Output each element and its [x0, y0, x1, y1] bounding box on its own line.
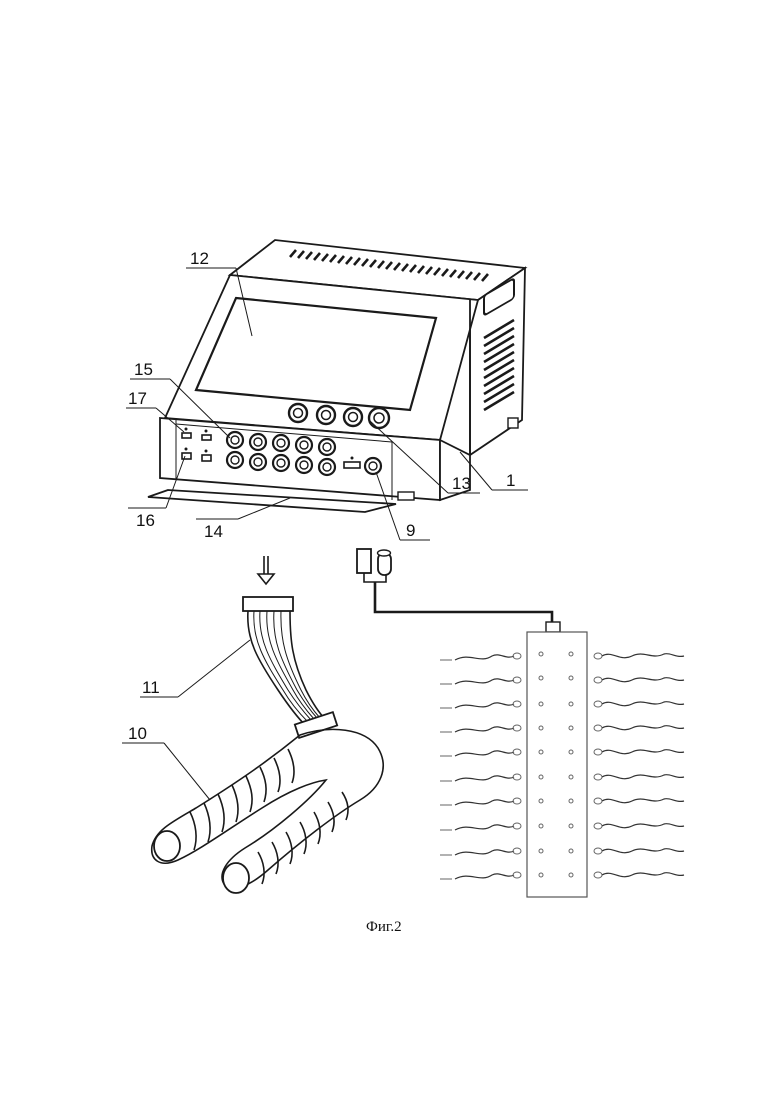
ref-15: 15 — [134, 360, 153, 379]
down-arrow-icon — [258, 556, 274, 584]
left-electrode-leads — [440, 653, 521, 879]
right-electrode-leads — [594, 653, 684, 878]
ref-10: 10 — [128, 724, 147, 743]
electrode-panel — [440, 632, 684, 897]
leg-cuffs — [152, 729, 383, 893]
ref-16: 16 — [136, 511, 155, 530]
ref-14: 14 — [204, 522, 223, 541]
ref-12: 12 — [190, 249, 209, 268]
hose-connector — [243, 597, 293, 611]
ref-9: 9 — [406, 521, 415, 540]
air-hose-bundle — [243, 597, 337, 738]
ref-17: 17 — [128, 389, 147, 408]
figure-caption: Фиг.2 — [366, 919, 402, 935]
display-screen — [196, 298, 436, 410]
device-unit — [148, 240, 525, 512]
ref-11: 11 — [142, 678, 160, 697]
sensor-plug — [357, 549, 560, 632]
ref-13: 13 — [452, 474, 471, 493]
ref-1: 1 — [506, 471, 515, 490]
